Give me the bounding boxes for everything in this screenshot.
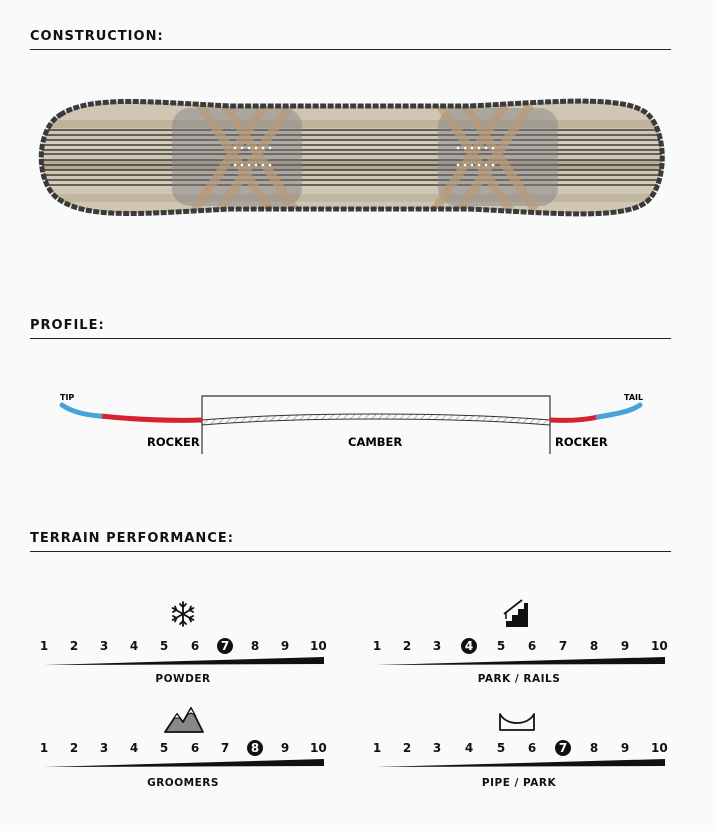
scale-number: 8 (589, 639, 599, 653)
scale-number: 3 (432, 741, 442, 755)
halfpipe-icon (499, 713, 535, 731)
scale-number: 10 (310, 741, 327, 755)
rocker-right-label: ROCKER (555, 435, 608, 449)
scale-number: 5 (159, 741, 169, 755)
powder-rating: 1 2 3 4 5 6 7 8 9 10 POWDER (36, 638, 336, 698)
profile-divider (30, 338, 671, 339)
scale-number-selected: 4 (461, 638, 477, 654)
scale-number: 2 (402, 741, 412, 755)
groomers-rating: 1 2 3 4 5 6 7 8 9 10 GROOMERS (36, 740, 336, 800)
tip-label: TIP (60, 393, 74, 402)
scale-number: 7 (558, 639, 568, 653)
scale-number: 1 (39, 639, 49, 653)
scale-number: 10 (310, 639, 327, 653)
scale-number: 4 (129, 741, 139, 755)
scale-number: 9 (620, 639, 630, 653)
scale-number: 1 (372, 639, 382, 653)
scale-number: 6 (527, 741, 537, 755)
scale-number: 6 (190, 639, 200, 653)
rocker-left-segment (99, 413, 203, 423)
groomers-wedge-bar (44, 759, 324, 767)
board-profile-diagram: TIP TAIL ROCKER CAMBER ROCKER (59, 393, 643, 454)
construction-title: CONSTRUCTION: (30, 29, 164, 44)
scale-number: 5 (496, 639, 506, 653)
scale-number: 8 (589, 741, 599, 755)
park-rails-label: PARK / RAILS (477, 673, 561, 685)
scale-number: 5 (159, 639, 169, 653)
tip-segment (59, 402, 103, 419)
groomers-label: GROOMERS (147, 777, 219, 789)
construction-divider (30, 49, 671, 50)
scale-number: 9 (620, 741, 630, 755)
scale-number: 3 (99, 639, 109, 653)
scale-number: 5 (496, 741, 506, 755)
scale-number: 4 (129, 639, 139, 653)
scale-number: 3 (99, 741, 109, 755)
scale-number: 9 (280, 741, 290, 755)
scale-number: 6 (190, 741, 200, 755)
mountain-icon (164, 706, 204, 733)
scale-number: 10 (651, 741, 668, 755)
terrain-divider (30, 551, 671, 552)
snowboard-construction-image (38, 98, 665, 217)
scale-number: 8 (250, 639, 260, 653)
pipe-wedge-bar (377, 759, 665, 767)
scale-number: 2 (69, 639, 79, 653)
snowflake-icon (171, 601, 195, 627)
scale-number-selected: 7 (217, 638, 233, 654)
scale-number-selected: 7 (555, 740, 571, 756)
powder-wedge-bar (44, 657, 324, 665)
tail-segment (595, 402, 643, 420)
scale-number: 9 (280, 639, 290, 653)
pipe-park-label: PIPE / PARK (481, 777, 557, 789)
park-wedge-bar (377, 657, 665, 665)
scale-number: 1 (39, 741, 49, 755)
terrain-title: TERRAIN PERFORMANCE: (30, 531, 234, 546)
tail-label: TAIL (624, 393, 643, 402)
scale-number: 7 (220, 741, 230, 755)
rocker-left-label: ROCKER (147, 435, 200, 449)
rocker-right-segment (549, 414, 599, 423)
scale-number: 2 (402, 639, 412, 653)
stairs-rail-icon (503, 599, 528, 627)
scale-number: 4 (464, 741, 474, 755)
scale-number: 3 (432, 639, 442, 653)
powder-label: POWDER (155, 673, 211, 685)
pipe-park-rating: 1 2 3 4 5 6 7 8 9 10 PIPE / PARK (369, 740, 669, 800)
scale-number-selected: 8 (247, 740, 263, 756)
scale-number: 1 (372, 741, 382, 755)
scale-number: 10 (651, 639, 668, 653)
park-rails-rating: 1 2 3 4 5 6 7 8 9 10 PARK / RAILS (369, 638, 669, 698)
scale-number: 6 (527, 639, 537, 653)
camber-label: CAMBER (348, 435, 402, 449)
scale-number: 2 (69, 741, 79, 755)
profile-title: PROFILE: (30, 318, 105, 333)
